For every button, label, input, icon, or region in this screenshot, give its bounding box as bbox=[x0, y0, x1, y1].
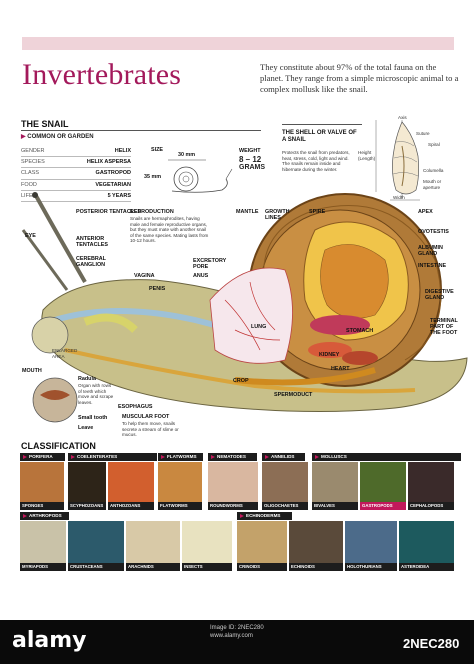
tile-insects: INSECTS bbox=[182, 521, 232, 571]
watermark-bar bbox=[0, 620, 474, 664]
size-height: 35 mm bbox=[144, 174, 162, 180]
weight-unit: GRAMS bbox=[239, 164, 266, 171]
page-title: Invertebrates bbox=[22, 58, 182, 91]
spermoduct-label: SPERMODUCT bbox=[274, 392, 313, 398]
tile-echinoids: ECHINOIDS bbox=[289, 521, 343, 571]
tile-gastropods: GASTROPODS bbox=[360, 462, 406, 510]
group-coelenterates: COELENTERATES bbox=[68, 453, 157, 461]
mouth-aperture-label: Mouth or aperture bbox=[423, 179, 442, 190]
classification-title: CLASSIFICATION bbox=[21, 441, 96, 451]
anterior-tentacles-label: ANTERIOR TENTACLES bbox=[76, 236, 108, 248]
tile-flatworms: FLATWORMS bbox=[158, 462, 202, 510]
small-snail-icon bbox=[168, 159, 233, 193]
mantle-label: MANTLE bbox=[236, 209, 259, 215]
group-molluscs: MOLLUSCS bbox=[312, 453, 461, 461]
reproduction-label: REPRODUCTION bbox=[130, 209, 174, 215]
group-annelids: ANNELIDS bbox=[262, 453, 305, 461]
tile-crinoids: CRINOIDS bbox=[237, 521, 287, 571]
growth-lines-label: GROWTH LINES bbox=[265, 209, 290, 221]
esophagus-label: ESOPHAGUS bbox=[118, 404, 153, 410]
enlarged-area-label: ENLARGED AREA bbox=[52, 348, 78, 359]
group-flatworms: FLATWORMS bbox=[158, 453, 203, 461]
crop-label: CROP bbox=[233, 378, 249, 384]
excretory-pore-label: EXCRETORY PORE bbox=[193, 258, 227, 270]
reproduction-text: Snails are hermaphrodites, having male a… bbox=[130, 216, 209, 244]
spire-label: SPIRE bbox=[309, 209, 326, 215]
mouth-label: MOUTH bbox=[22, 368, 42, 374]
tile-anthozoans: ANTHOZOANS bbox=[108, 462, 154, 510]
muscular-foot-text: To help them move, snails secrete a stre… bbox=[122, 421, 179, 438]
shell-title: THE SHELL OR VALVE OF A SNAIL bbox=[282, 130, 357, 143]
tile-oligochaetes: OLIGOCHAETES bbox=[262, 462, 308, 510]
digestive-gland-label: DIGESTIVE GLAND bbox=[425, 289, 454, 301]
group-echinoderms: ECHINODERMS bbox=[237, 512, 292, 520]
leave-label: Leave bbox=[78, 425, 94, 431]
tile-crustaceans: CRUSTACEANS bbox=[68, 521, 124, 571]
tile-roundworms: ROUNDWORMS bbox=[208, 462, 258, 510]
weight-label: WEIGHT bbox=[239, 148, 261, 154]
weight-value: 8 – 12 bbox=[239, 155, 262, 164]
anus-label: ANUS bbox=[193, 273, 209, 279]
group-porifera: PORIFERA bbox=[20, 453, 65, 461]
tile-holothurians: HOLOTHURIANS bbox=[345, 521, 397, 571]
common-title: ▶ COMMON OR GARDEN bbox=[21, 134, 94, 140]
tile-arachnids: ARACHNIDS bbox=[126, 521, 180, 571]
vagina-label: VAGINA bbox=[134, 273, 155, 279]
radula-label: Radula bbox=[78, 376, 96, 382]
suture-label: Suture bbox=[416, 131, 430, 136]
stomach-label: STOMACH bbox=[346, 328, 374, 334]
tile-bivalves: BIVALVES bbox=[312, 462, 358, 510]
columella-label: Columella bbox=[423, 168, 444, 173]
snail-illustration bbox=[21, 192, 468, 423]
tile-cephalopods: CEPHALOPODS bbox=[408, 462, 454, 510]
group-arthropods: ARTHROPODS bbox=[20, 512, 69, 520]
axis-label: Axis bbox=[398, 115, 407, 120]
small-tooth-label: Small tooth bbox=[78, 415, 108, 421]
tile-sponges: SPONGES bbox=[20, 462, 64, 510]
radula-text: Organ with rows of teeth which move and … bbox=[78, 383, 114, 405]
ovotestis-label: OVOTESTIS bbox=[418, 229, 449, 235]
bullet-icon: ▶ bbox=[21, 134, 28, 140]
eye-label: EYE bbox=[25, 233, 36, 239]
width-label: Width bbox=[393, 195, 405, 200]
snail-section-title: THE SNAIL bbox=[21, 119, 69, 129]
intestine-label: INTESTINE bbox=[418, 263, 447, 269]
albumin-gland-label: ALBUMIN GLAND bbox=[418, 245, 443, 257]
heart-label: HEART bbox=[331, 366, 350, 372]
top-band bbox=[22, 37, 454, 50]
posterior-tentacles-label: POSTERIOR TENTACLES bbox=[76, 209, 142, 215]
height-label: Height (Length) bbox=[358, 150, 376, 161]
shell-text: Protects the snail from predators, heat,… bbox=[282, 150, 350, 172]
image-code: 2NEC280 bbox=[403, 636, 460, 651]
terminal-part-label: TERMINAL PART OF THE FOOT bbox=[430, 318, 458, 336]
tile-myriapods: MYRIAPODS bbox=[20, 521, 66, 571]
size-width: 30 mm bbox=[178, 152, 196, 158]
muscular-foot-label: MUSCULAR FOOT bbox=[122, 414, 170, 420]
group-nematodes: NEMATODES bbox=[208, 453, 257, 461]
divider bbox=[282, 124, 362, 125]
image-reference: Image ID: 2NEC280 www.alamy.com bbox=[210, 625, 264, 639]
spiral-label: Spiral bbox=[428, 142, 440, 147]
intro-text: They constitute about 97% of the total f… bbox=[260, 62, 459, 94]
kidney-label: KIDNEY bbox=[319, 352, 340, 358]
divider bbox=[21, 130, 261, 131]
cerebral-ganglion-label: CEREBRAL GANGLION bbox=[76, 256, 106, 268]
penis-label: PENIS bbox=[149, 286, 166, 292]
apex-label: APEX bbox=[418, 209, 433, 215]
tile-asteroidea: ASTEROIDEA bbox=[399, 521, 454, 571]
brand-logo: alamy bbox=[12, 628, 87, 653]
lung-label: LUNG bbox=[251, 324, 267, 330]
shell-diagram bbox=[375, 120, 420, 201]
size-label: SIZE bbox=[151, 147, 163, 153]
tile-scyphozoans: SCYPHOZOANS bbox=[68, 462, 106, 510]
